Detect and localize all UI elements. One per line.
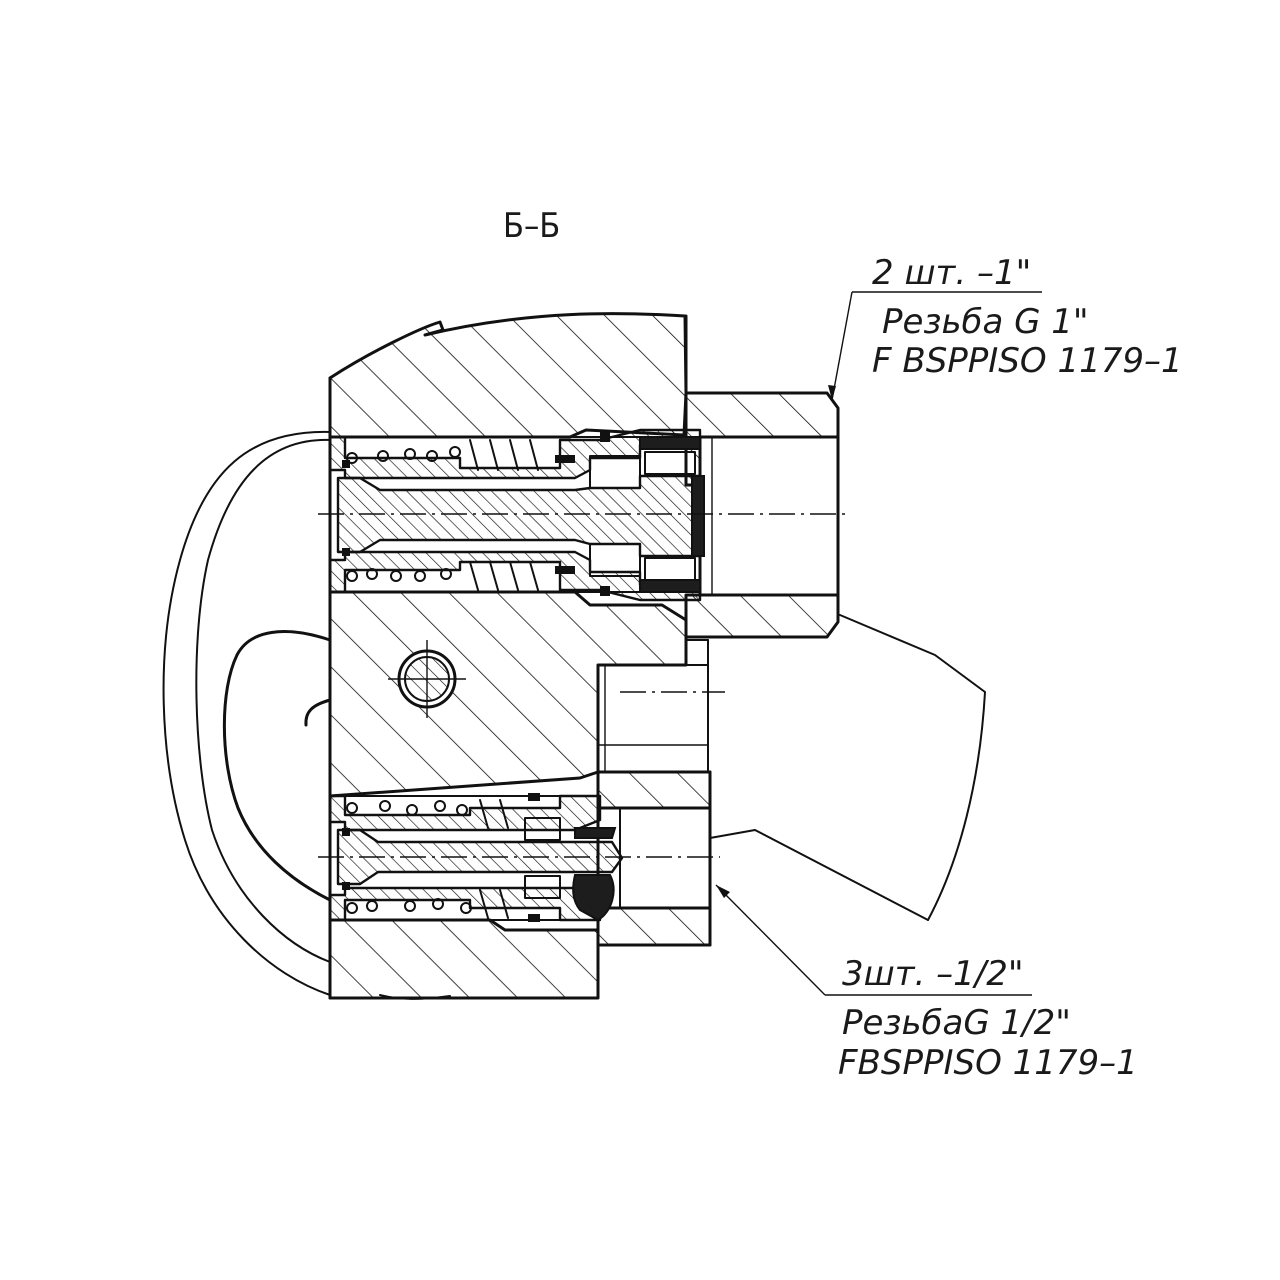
- centre-lines: [318, 513, 850, 858]
- housing-middle: [328, 590, 688, 798]
- valve-lower: [328, 793, 624, 922]
- right-outline: [709, 614, 986, 921]
- callout-top-thread: Резьба G 1": [882, 302, 1089, 342]
- callout-bottom-quantity: 3шт. –1/2": [842, 954, 1024, 994]
- port-bore-middle: [597, 664, 709, 773]
- pin-hole: [388, 640, 466, 718]
- callout-top-standard: F BSPPISO 1179–1: [872, 341, 1183, 381]
- valve-upper: [328, 428, 705, 602]
- housing-lower: [328, 918, 600, 1000]
- section-label: Б–Б: [503, 206, 560, 246]
- callout-bottom-thread: РезьбаG 1/2": [842, 1003, 1071, 1043]
- port-fitting-1in: [684, 391, 840, 691]
- callout-top-quantity: 2 шт. –1": [872, 253, 1031, 293]
- housing-upper: [328, 312, 688, 439]
- leader-bottom: [715, 884, 1032, 996]
- callout-bottom-standard: FBSPPISO 1179–1: [838, 1043, 1138, 1083]
- port-fitting-half-in: [596, 770, 712, 947]
- leader-top: [828, 291, 1042, 401]
